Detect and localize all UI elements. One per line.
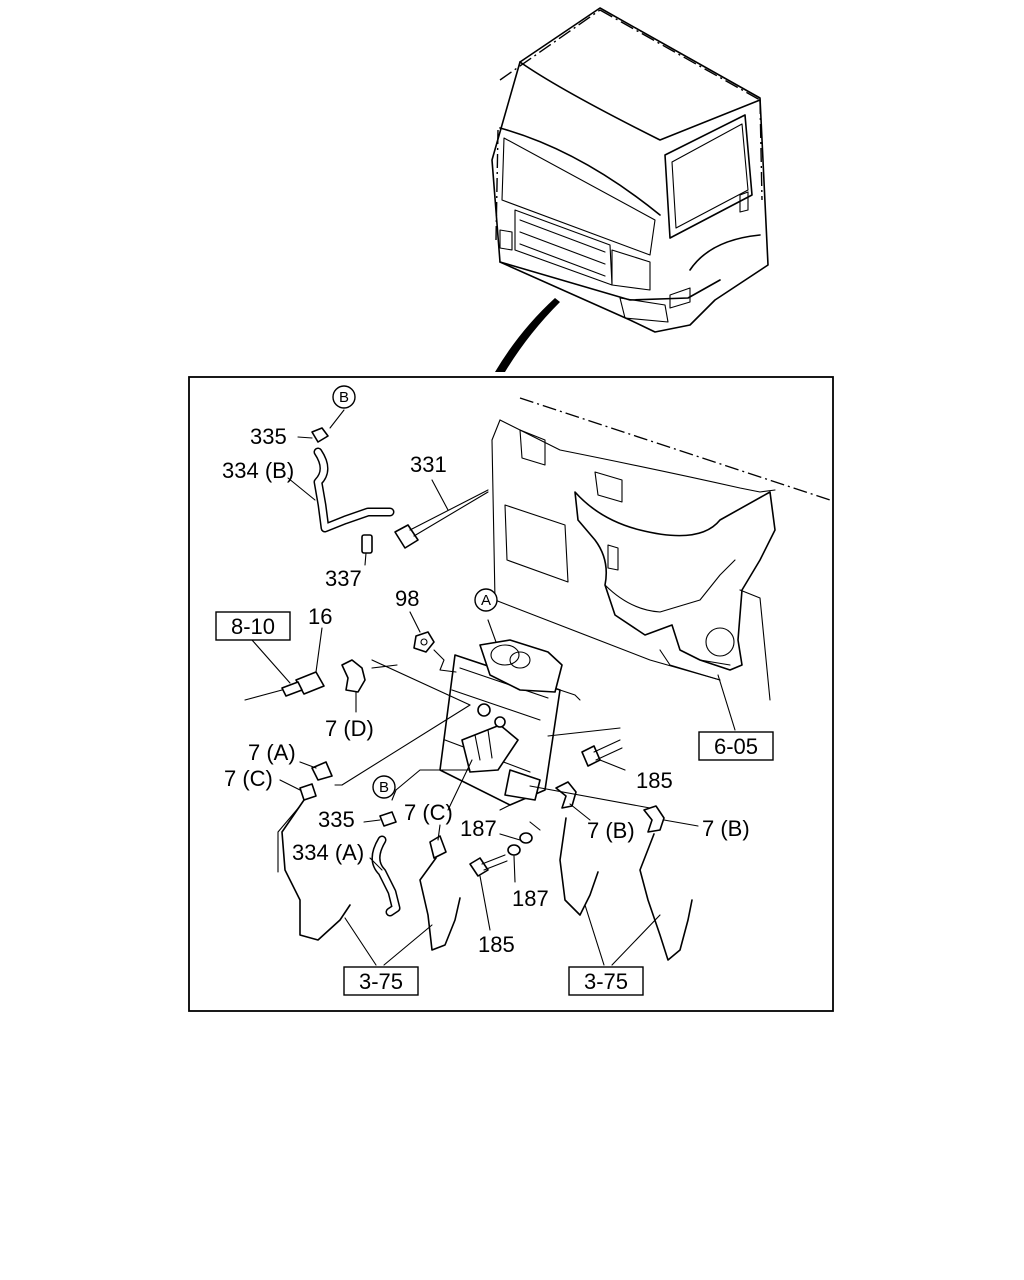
clip-335-top [311,427,329,443]
label-98: 98 [395,586,419,611]
cable-tie-331 [394,489,489,549]
label-334a: 334 (A) [292,840,364,865]
fitting-7c-mid [429,835,447,859]
detail-frame [188,376,834,1012]
leader-lines [251,409,736,966]
detail-pointer [495,298,560,372]
fitting-7b-mid [555,781,577,809]
circled-a: A [474,588,498,612]
clip-335-mid [379,811,397,827]
washer-187-b [507,844,521,856]
hose-right-2 [639,833,693,961]
hose-mid [419,857,461,951]
ref-3-75-right[interactable]: 3-75 [568,966,644,996]
label-337: 337 [325,566,362,591]
label-7d: 7 (D) [325,716,374,741]
washer-187-a [519,832,533,844]
label-185-right: 185 [636,768,673,793]
bolt-185-right [581,739,623,767]
hose-right-1 [559,817,599,916]
svg-text:B: B [379,779,389,796]
label-335-mid: 335 [318,807,355,832]
label-334b: 334 (B) [222,458,294,483]
fitting-7c-left [299,783,317,801]
ref-3-75-left[interactable]: 3-75 [343,966,419,996]
svg-text:3-75: 3-75 [584,969,628,994]
svg-text:A: A [481,592,491,609]
svg-text:B: B [339,389,349,406]
svg-text:6-05: 6-05 [714,734,758,759]
circled-b-mid: B [372,775,396,799]
label-7c-left: 7 (C) [224,766,273,791]
fitting-7d [341,659,366,693]
label-7c-mid: 7 (C) [404,800,453,825]
label-16: 16 [308,604,332,629]
nut-98 [413,631,435,653]
ref-8-10[interactable]: 8-10 [215,611,291,641]
svg-text:8-10: 8-10 [231,614,275,639]
truck-cab-illustration [491,7,769,333]
label-335-top: 335 [250,424,287,449]
label-7a: 7 (A) [248,740,296,765]
sensor-16 [244,671,325,701]
label-187-bottom: 187 [512,886,549,911]
bolt-185-bottom [469,854,508,877]
label-331: 331 [410,452,447,477]
hose-334a [371,835,401,917]
fitting-7b-right [643,805,665,833]
label-185-bottom: 185 [478,932,515,957]
label-7b-right: 7 (B) [702,816,750,841]
hose-334b [313,447,395,533]
label-187-top: 187 [460,816,497,841]
sleeve-337 [361,534,373,554]
fitting-7a [311,761,333,781]
label-7b-mid: 7 (B) [587,818,635,843]
ref-6-05[interactable]: 6-05 [698,731,774,761]
wiper-motor-assembly [439,639,581,811]
front-panel-structure [491,397,831,701]
svg-text:3-75: 3-75 [359,969,403,994]
circled-b-top: B [332,385,356,409]
hose-left-1 [281,799,351,941]
